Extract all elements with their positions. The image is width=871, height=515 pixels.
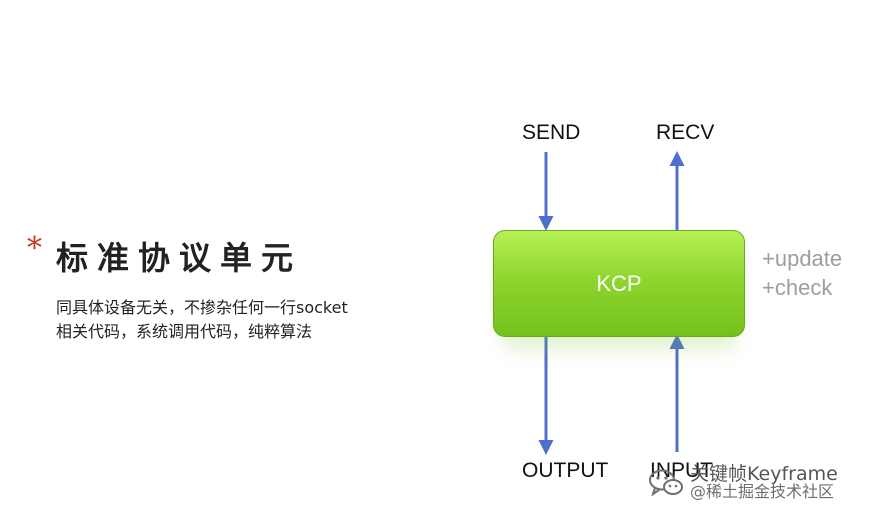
watermark-line-1: 关键帧Keyframe [690,463,838,485]
kcp-label: KCP [596,270,642,296]
kcp-box: KCP [493,230,745,337]
output-label: OUTPUT [522,459,609,482]
watermark: 关键帧Keyframe @稀土掘金技术社区 [648,463,838,503]
side-note-check: +check [762,275,833,300]
send-label: SEND [522,121,581,144]
bullet-asterisk: * [27,231,42,266]
wechat-icon [649,469,683,497]
section-heading: 标准协议单元 [56,239,303,277]
input-label: INPUT [650,459,713,482]
description-line-2: 相关代码，系统调用代码，纯粹算法 [56,322,313,341]
recv-label: RECV [656,121,715,144]
side-note-update: +update [762,246,843,271]
watermark-text: 关键帧Keyframe @稀土掘金技术社区 [690,463,838,501]
side-notes: +update +check [762,244,842,302]
description-line-1: 同具体设备无关，不掺杂任何一行socket [56,298,348,317]
description-block: 同具体设备无关，不掺杂任何一行socket 相关代码，系统调用代码，纯粹算法 [56,296,348,344]
watermark-line-2: @稀土掘金技术社区 [690,482,835,501]
